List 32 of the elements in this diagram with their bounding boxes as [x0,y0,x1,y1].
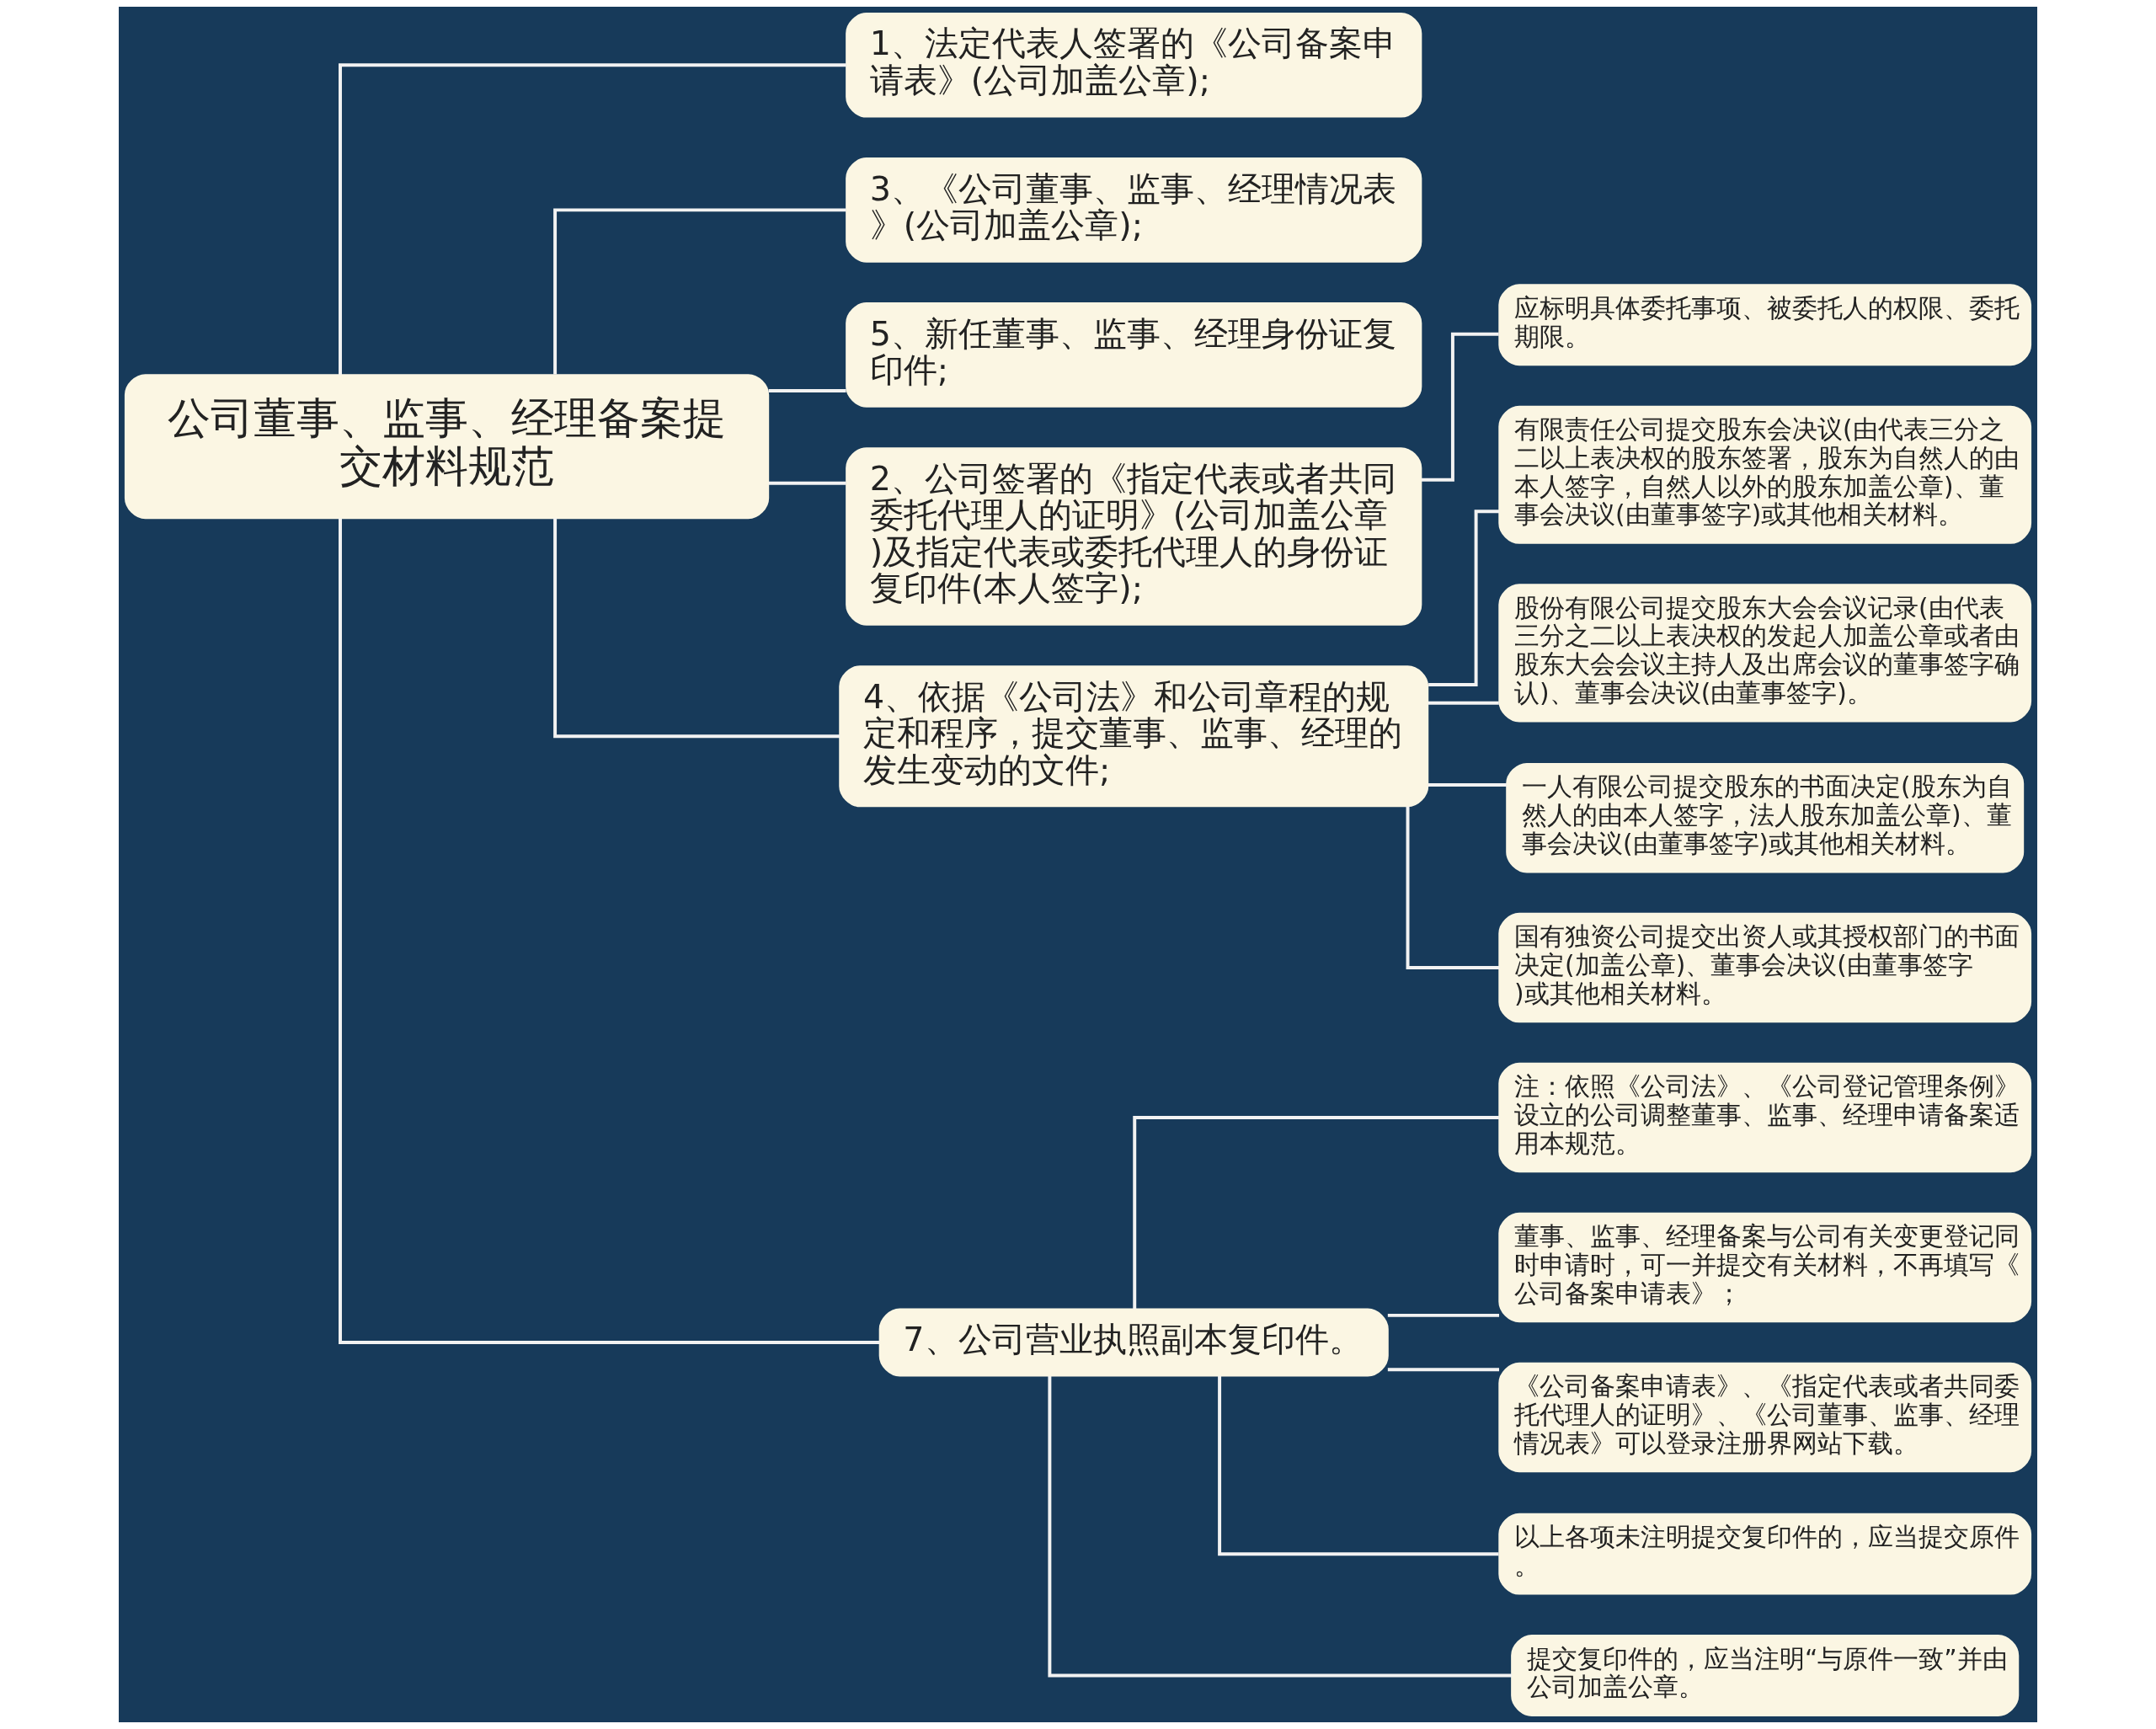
node-box: 《公司备案申请表》、《指定代表或者共同委托代理人的证明》、《公司董事、监事、经理情况表》可以登录注册界网站下载。 [1498,1362,2032,1473]
connector [1406,806,1500,970]
connector [1133,1116,1499,1310]
connector [1428,701,1499,705]
node-box: 一人有限公司提交股东的书面决定(股东为自然人的由本人签字，法人股东加盖公章)、董事会决议(由董事签字)或其他相关材料。 [1506,762,2025,873]
connector [553,518,841,739]
connector [1218,1375,1499,1556]
connector [1428,783,1507,787]
node-box: 公司董事、监事、经理备案提交材料规范 [124,374,770,520]
node-box: 4、依据《公司法》和公司章程的规定和程序，提交董事、监事、经理的发生变动的文件; [839,665,1429,808]
node-box: 董事、监事、经理备案与公司有关变更登记同时申请时，可一并提交有关材料，不再填写《公司备案申请表》； [1498,1212,2032,1323]
connector [768,481,846,485]
connector [1387,1368,1500,1372]
connector [1387,1313,1500,1317]
node-box: 1、法定代表人签署的《公司备案申请表》(公司加盖公章); [846,13,1422,118]
node-box: 有限责任公司提交股东会决议(由代表三分之二以上表决权的股东签署，股东为自然人的由本人签字，自然人以外的股东加盖公章)、董事会决议(由董事签字)或其他相关材料。 [1498,405,2032,544]
node-box: 以上各项未注明提交复印件的，应当提交原件。 [1498,1513,2032,1595]
connector [1428,510,1500,686]
node-box: 7、公司营业执照副本复印件。 [878,1308,1389,1377]
connector [339,63,846,375]
node-box: 5、新任董事、监事、经理身份证复印件; [846,302,1422,408]
connector [339,518,880,1344]
connector [768,388,846,392]
connector [1048,1376,1513,1678]
node-box: 注：依照《公司法》、《公司登记管理条例》设立的公司调整董事、监事、经理申请备案适用本规范。 [1498,1062,2032,1173]
node-box: 提交复印件的，应当注明“与原件一致”并由公司加盖公章。 [1511,1635,2020,1716]
node-box: 应标明具体委托事项、被委托人的权限、委托期限。 [1498,284,2032,366]
connector [553,208,846,375]
node-box: 股份有限公司提交股东大会会议记录(由代表三分之二以上表决权的发起人加盖公章或者由股东大会会议主持人及出席会议的董事签字确认)、董事会决议(由董事签字)。 [1498,584,2032,723]
node-box: 2、公司签署的《指定代表或者共同委托代理人的证明》(公司加盖公章)及指定代表或委托代理人的身份证复印件(本人签字); [846,447,1422,626]
node-box: 3、《公司董事、监事、经理情况表》(公司加盖公章); [846,157,1422,263]
node-box: 国有独资公司提交出资人或其授权部门的书面决定(加盖公章)、董事会决议(由董事签字)或其他相关材料。 [1498,912,2032,1023]
